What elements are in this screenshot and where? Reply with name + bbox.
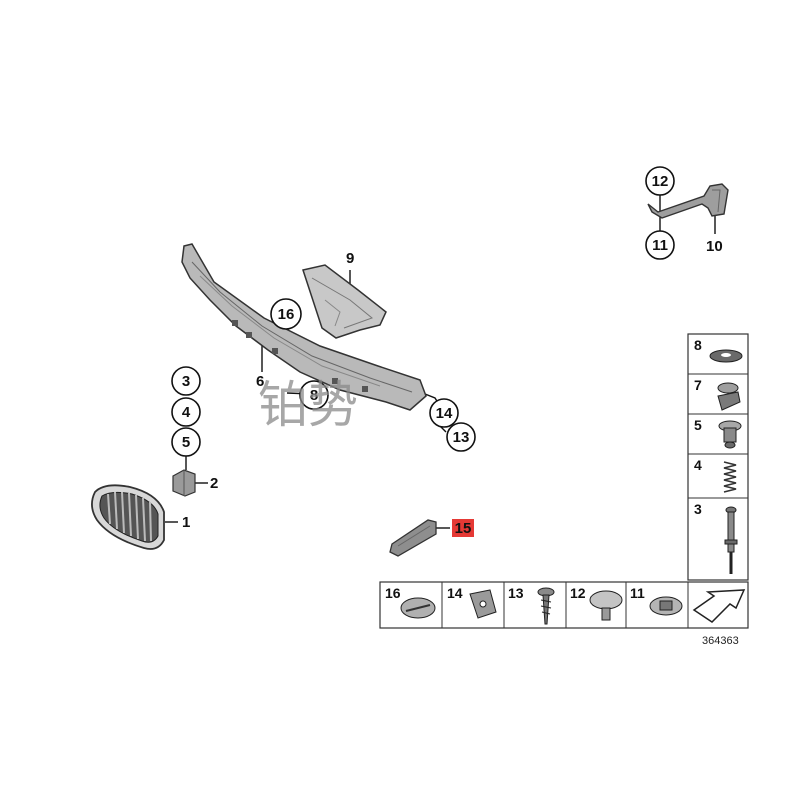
legend-bottom-row: 16 14 13 bbox=[379, 581, 749, 629]
svg-text:4: 4 bbox=[182, 404, 191, 421]
svg-text:8: 8 bbox=[694, 337, 702, 353]
label-15-highlighted: 15 bbox=[452, 519, 474, 537]
label-9: 9 bbox=[346, 250, 354, 267]
spring-icon bbox=[723, 461, 737, 493]
label-10: 10 bbox=[706, 238, 723, 255]
svg-text:14: 14 bbox=[447, 585, 463, 601]
svg-text:16: 16 bbox=[385, 585, 401, 601]
label-6: 6 bbox=[256, 373, 264, 390]
clip-icon bbox=[717, 382, 741, 411]
rubber-buffer-icon bbox=[718, 420, 742, 449]
callouts: 3 4 5 16 8 14 13 12 bbox=[171, 166, 723, 537]
svg-text:3: 3 bbox=[182, 373, 190, 390]
washer-icon bbox=[709, 349, 743, 363]
svg-text:12: 12 bbox=[652, 173, 669, 190]
bracket-part-2 bbox=[172, 469, 196, 497]
callout-8-main: 8 bbox=[299, 380, 329, 410]
grommet-icon bbox=[400, 597, 436, 619]
legend-bottom-14: 14 bbox=[447, 585, 497, 619]
label-1: 1 bbox=[182, 514, 190, 531]
legend-right-column: 8 7 5 4 bbox=[687, 333, 749, 581]
callout-16-main: 16 bbox=[270, 298, 302, 330]
svg-text:14: 14 bbox=[436, 405, 453, 422]
legend-right-4: 4 bbox=[694, 457, 737, 493]
callout-11-main: 11 bbox=[645, 230, 675, 260]
svg-text:3: 3 bbox=[694, 501, 702, 517]
svg-text:4: 4 bbox=[694, 457, 702, 473]
callout-4: 4 bbox=[171, 397, 201, 427]
corner-bracket-part-10 bbox=[647, 183, 729, 219]
legend-right-7: 7 bbox=[694, 377, 741, 411]
legend-bottom-13: 13 bbox=[508, 585, 555, 625]
svg-text:13: 13 bbox=[508, 585, 524, 601]
legend-right-8: 8 bbox=[694, 337, 743, 363]
svg-text:7: 7 bbox=[694, 377, 702, 393]
label-2: 2 bbox=[210, 475, 218, 492]
svg-text:5: 5 bbox=[182, 434, 190, 451]
leader-lines bbox=[165, 194, 716, 529]
kidney-grille-part-1 bbox=[91, 484, 165, 550]
svg-text:13: 13 bbox=[453, 429, 470, 446]
callout-14-main: 14 bbox=[429, 398, 459, 428]
svg-text:11: 11 bbox=[652, 237, 668, 254]
clip-nut-icon bbox=[469, 589, 497, 619]
cowl-panel-part-6 bbox=[181, 243, 427, 411]
washer-nut-icon bbox=[649, 596, 683, 616]
watermark: 铂势 bbox=[258, 376, 358, 434]
legend-bottom-16: 16 bbox=[385, 585, 436, 619]
svg-text:11: 11 bbox=[630, 585, 645, 601]
expanding-rivet-icon bbox=[589, 590, 623, 621]
callout-3: 3 bbox=[171, 366, 201, 396]
legend-bottom-12: 12 bbox=[570, 585, 623, 621]
reference-number: 364363 bbox=[702, 635, 739, 647]
direction-arrow-icon bbox=[692, 589, 746, 623]
cover-part-9 bbox=[302, 264, 387, 339]
svg-text:15: 15 bbox=[455, 520, 472, 537]
adjusting-screw-icon bbox=[724, 506, 738, 574]
svg-text:8: 8 bbox=[310, 387, 318, 404]
trim-strip-part-15 bbox=[389, 519, 437, 557]
legend-right-3: 3 bbox=[694, 501, 738, 574]
screw-icon bbox=[537, 587, 555, 625]
legend-right-5: 5 bbox=[694, 417, 742, 449]
svg-text:16: 16 bbox=[278, 306, 295, 323]
svg-text:12: 12 bbox=[570, 585, 586, 601]
callout-5: 5 bbox=[171, 427, 201, 457]
callout-12-main: 12 bbox=[645, 166, 675, 196]
legend-bottom-11: 11 bbox=[630, 585, 683, 616]
callout-13-main: 13 bbox=[446, 422, 476, 452]
svg-text:5: 5 bbox=[694, 417, 702, 433]
